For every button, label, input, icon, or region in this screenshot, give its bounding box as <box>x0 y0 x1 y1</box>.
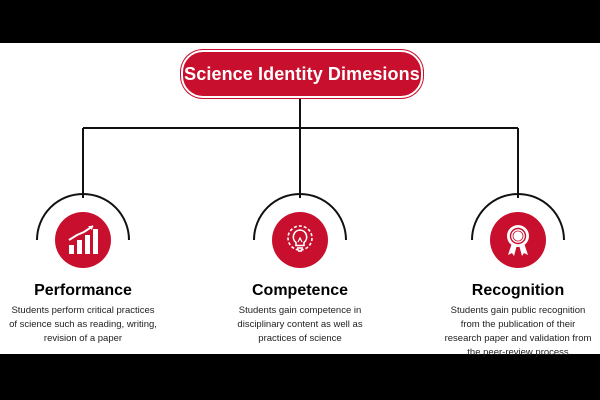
bar-chart-growth-icon <box>68 225 98 254</box>
description-line: practices of science <box>258 333 342 344</box>
award-ribbon-icon <box>507 225 529 256</box>
title-pill: Science Identity Dimesions <box>181 50 423 98</box>
performance-heading: Performance <box>34 282 132 299</box>
recognition-description: Students gain public recognition from th… <box>418 304 600 360</box>
description-line: revision of a paper <box>43 333 123 344</box>
recognition-heading: Recognition <box>471 282 565 299</box>
description-line: of science such as reading, writing, <box>9 319 157 330</box>
arc-performance <box>36 193 130 241</box>
recognition-icon-circle <box>490 212 546 268</box>
description-line: disciplinary content as well as <box>237 319 363 330</box>
description-line: from the publication of their <box>460 319 576 330</box>
description-line: Students gain competence in <box>238 305 362 316</box>
arc-competence <box>253 193 347 241</box>
competence-description: Students gain competence in disciplinary… <box>200 304 400 346</box>
diagram-title: Science Identity Dimesions <box>184 63 420 84</box>
performance-description: Students perform critical practices of s… <box>0 304 183 346</box>
competence-heading: Competence <box>251 282 349 299</box>
arc-recognition <box>471 193 565 241</box>
lightbulb-gear-icon <box>287 225 313 252</box>
description-line: Students gain public recognition <box>450 305 586 316</box>
competence-icon-circle <box>272 212 328 268</box>
description-line: Students perform critical practices <box>11 305 155 316</box>
performance-icon-circle <box>55 212 111 268</box>
description-line: the peer-review process <box>467 347 569 358</box>
description-line: research paper and validation from <box>444 333 592 344</box>
